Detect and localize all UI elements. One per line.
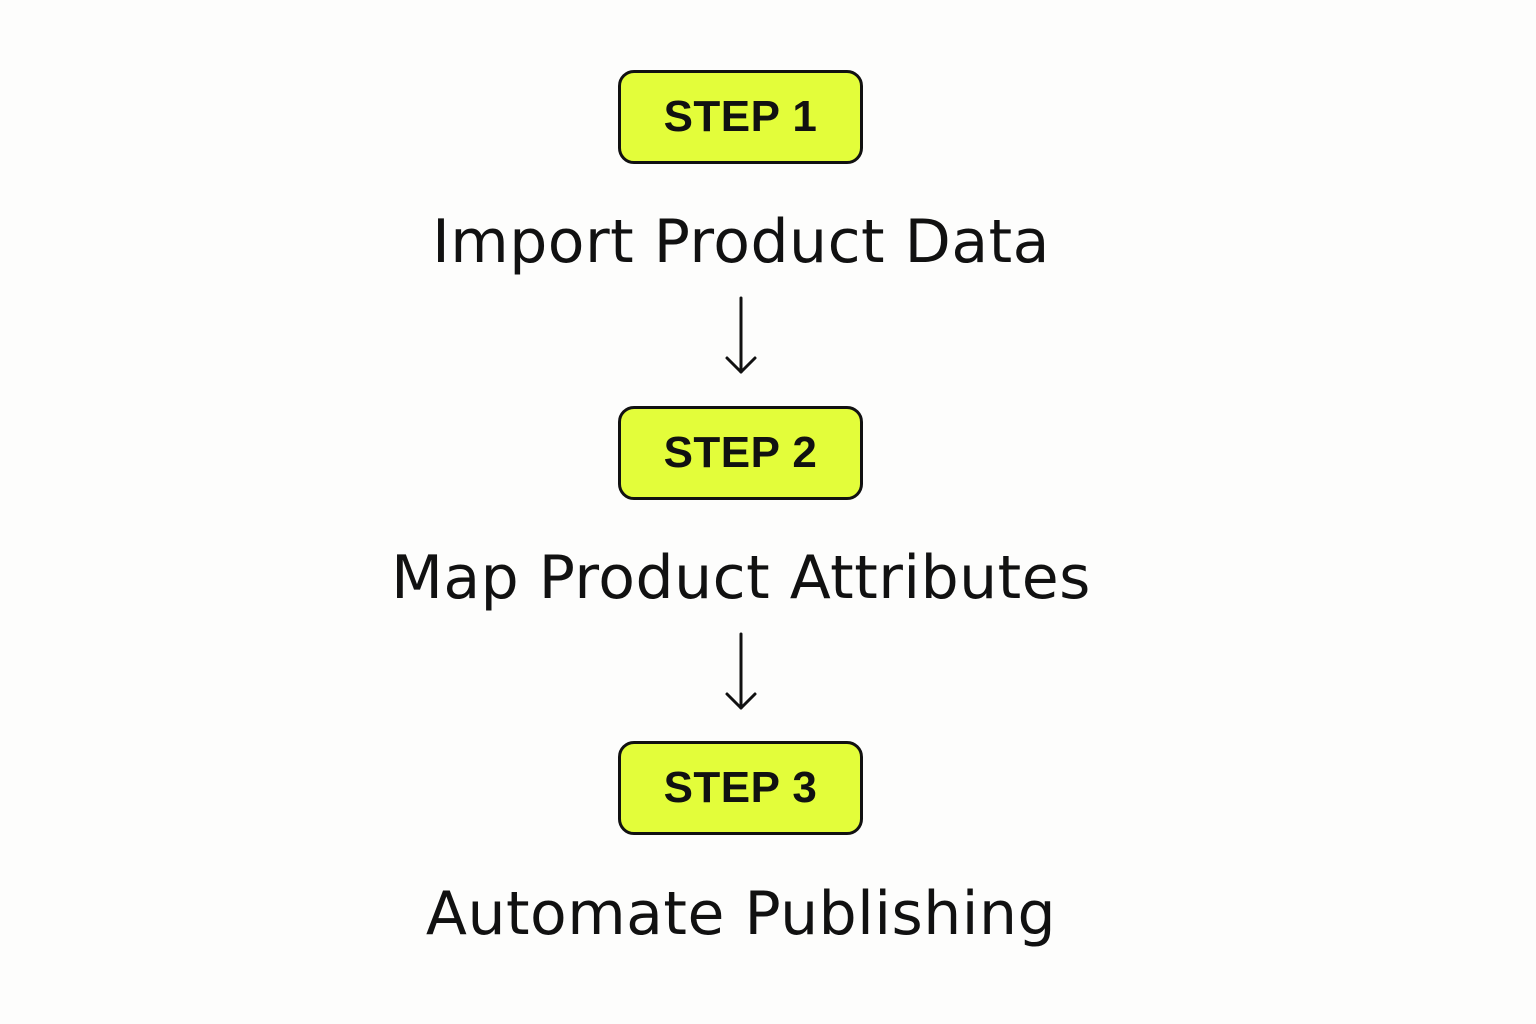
step-3-title: Automate Publishing	[425, 879, 1057, 949]
down-arrow-icon	[718, 632, 764, 712]
step-1-title: Import Product Data	[432, 207, 1050, 277]
down-arrow-icon	[718, 296, 764, 376]
step-1-badge: STEP 1	[618, 70, 863, 164]
step-3-badge: STEP 3	[618, 741, 863, 835]
step-2-title: Map Product Attributes	[391, 543, 1091, 613]
step-2-badge: STEP 2	[618, 406, 863, 500]
